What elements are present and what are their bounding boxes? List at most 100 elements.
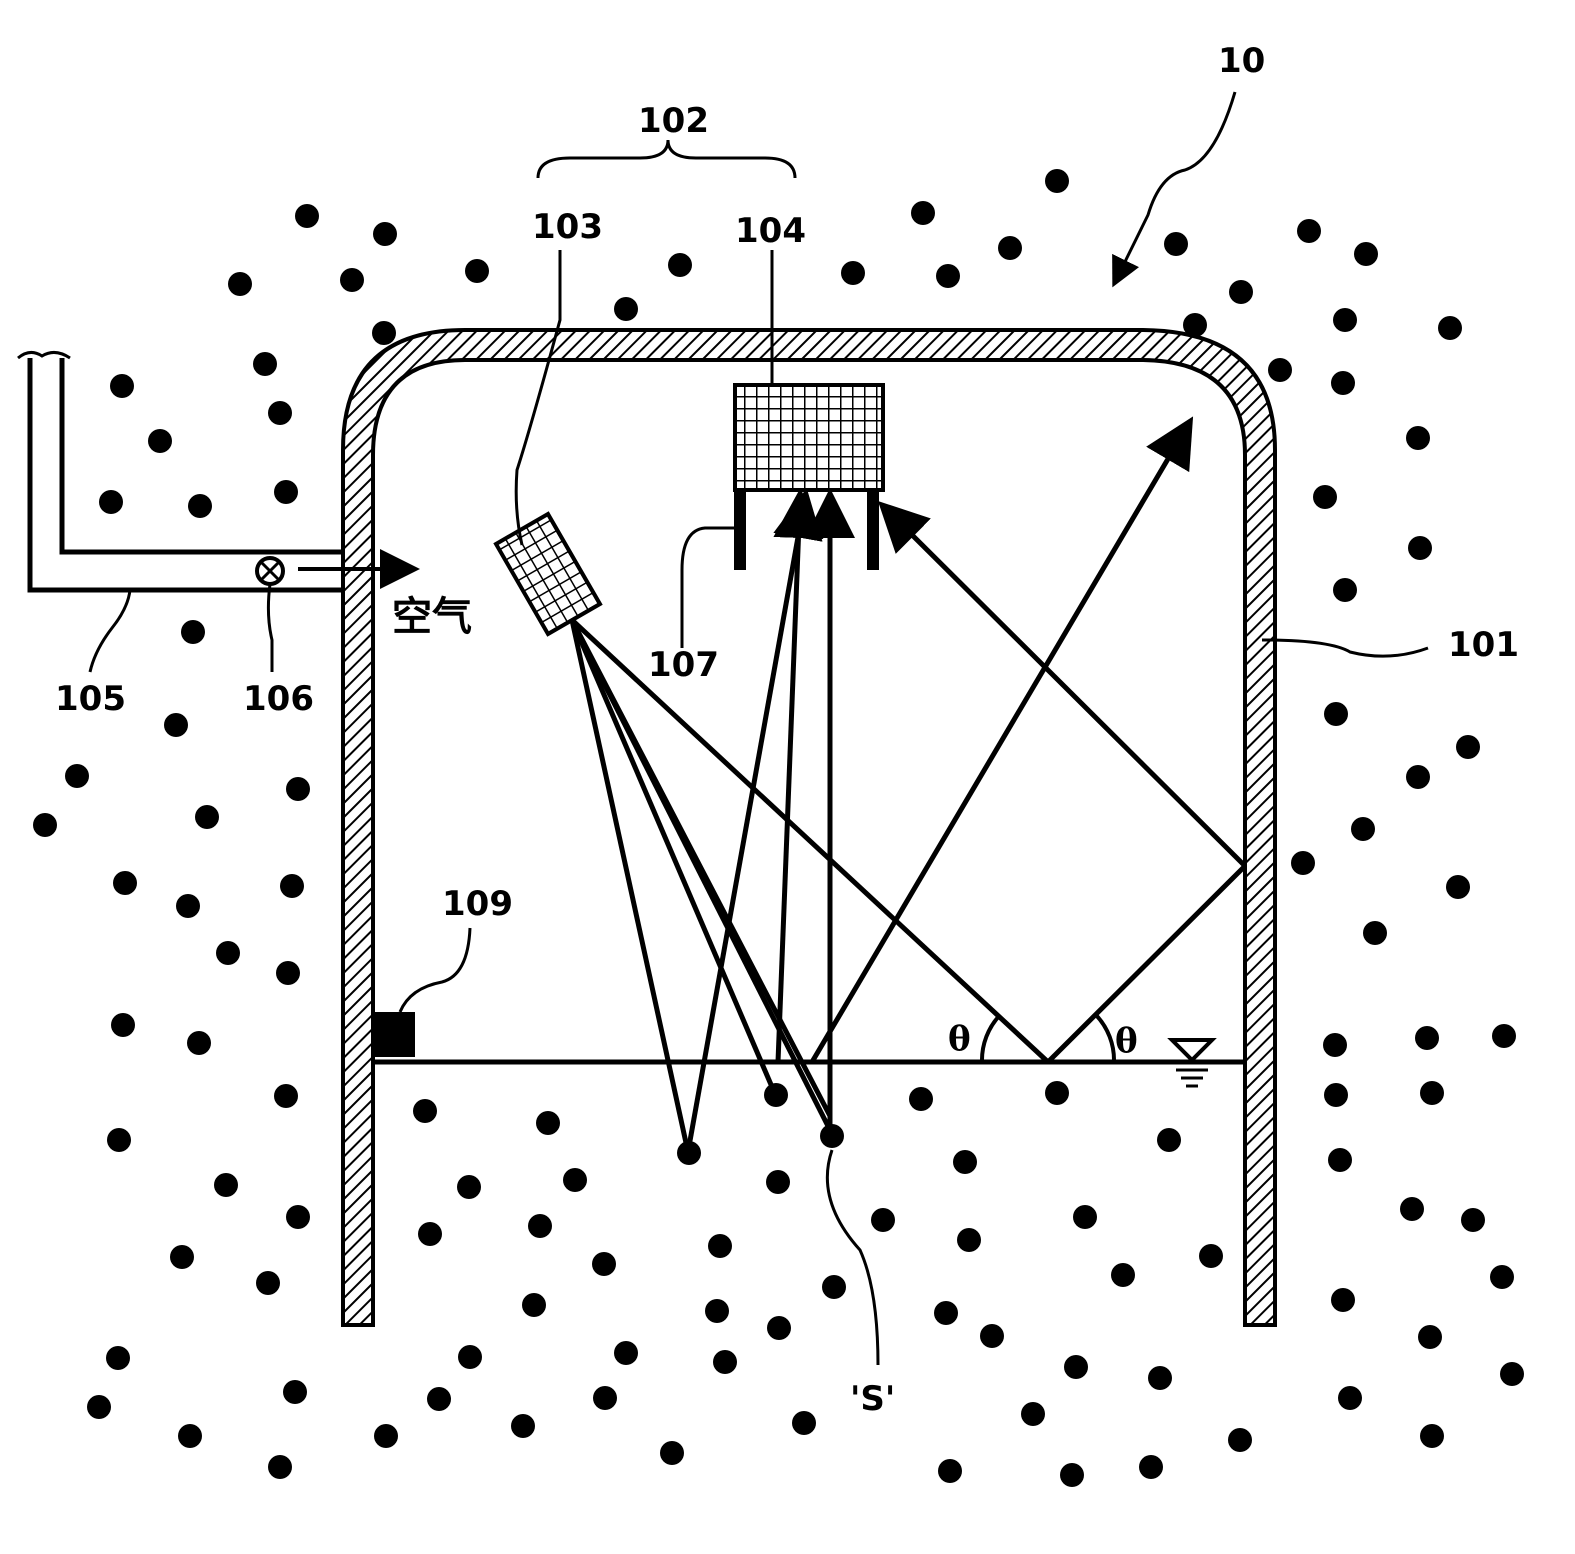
air-pipe xyxy=(17,351,343,593)
particle-dot xyxy=(953,1150,977,1174)
particle-dot xyxy=(1500,1362,1524,1386)
level-sensor xyxy=(373,1012,415,1057)
particle-dot xyxy=(107,1128,131,1152)
particle-dot xyxy=(1021,1402,1045,1426)
particle-dot xyxy=(1164,232,1188,256)
particle-dot xyxy=(1060,1463,1084,1487)
light-source xyxy=(493,511,603,637)
particle-dot xyxy=(1064,1355,1088,1379)
particle-dot xyxy=(1291,851,1315,875)
leader-101 xyxy=(1261,638,1429,658)
particle-dot xyxy=(614,1341,638,1365)
particle-dot xyxy=(195,805,219,829)
particle-dot xyxy=(1331,1288,1355,1312)
housing-wall xyxy=(341,328,1277,1327)
particle-dot xyxy=(164,713,188,737)
particle-dot xyxy=(1418,1325,1442,1349)
particle-dot xyxy=(1415,1026,1439,1050)
particle-dot xyxy=(980,1324,1004,1348)
particle-dot xyxy=(911,201,935,225)
leader-107 xyxy=(680,526,740,648)
particle-dot xyxy=(170,1245,194,1269)
particle-dot xyxy=(340,268,364,292)
particle-dot xyxy=(110,374,134,398)
particle-dot xyxy=(176,894,200,918)
particle-dot xyxy=(113,871,137,895)
label-angle-left: θ xyxy=(948,1019,971,1059)
particle-dot xyxy=(280,874,304,898)
particle-dot xyxy=(1456,735,1480,759)
particle-dot xyxy=(1297,219,1321,243)
particle-dot xyxy=(181,620,205,644)
particle-dot xyxy=(841,261,865,285)
particle-dot xyxy=(286,777,310,801)
particle-dot xyxy=(1351,817,1375,841)
particle-dot xyxy=(33,813,57,837)
particle-dot xyxy=(522,1293,546,1317)
label-housing-101: 101 xyxy=(1448,625,1519,665)
label-air: 空气 xyxy=(392,594,472,640)
particle-dot xyxy=(668,253,692,277)
particle-dot xyxy=(1199,1244,1223,1268)
particle-dot xyxy=(957,1228,981,1252)
particle-dot xyxy=(934,1301,958,1325)
particle-dot xyxy=(1354,242,1378,266)
particle-dot xyxy=(216,941,240,965)
particle-dot xyxy=(1408,536,1432,560)
particle-dot xyxy=(938,1459,962,1483)
label-optical-module-102: 102 xyxy=(638,101,709,141)
particle-dot xyxy=(187,1031,211,1055)
particle-dot xyxy=(708,1234,732,1258)
particle-dot xyxy=(1157,1128,1181,1152)
particle-dot xyxy=(413,1099,437,1123)
particle-dot xyxy=(256,1271,280,1295)
particle-dot xyxy=(1324,702,1348,726)
particle-dot xyxy=(1333,308,1357,332)
angle-arc-left xyxy=(979,1013,1002,1063)
light-rays xyxy=(569,416,1247,1153)
particle-dot xyxy=(1183,313,1207,337)
leader-109 xyxy=(398,927,472,1013)
particle-dot xyxy=(1268,358,1292,382)
particle-dot xyxy=(705,1299,729,1323)
particle-dot xyxy=(511,1414,535,1438)
particle-dot xyxy=(1111,1263,1135,1287)
leader-106 xyxy=(266,583,274,672)
particle-dot xyxy=(764,1083,788,1107)
particle-dot xyxy=(274,480,298,504)
particle-dot xyxy=(536,1111,560,1135)
label-shield-107: 107 xyxy=(648,645,719,685)
particle-dot xyxy=(214,1173,238,1197)
particle-dot xyxy=(820,1124,844,1148)
particle-dot xyxy=(1438,316,1462,340)
particle-dot xyxy=(1228,1428,1252,1452)
particle-dot xyxy=(373,222,397,246)
particle-dot xyxy=(1333,578,1357,602)
particle-dot xyxy=(106,1346,130,1370)
water-level-triangle-icon xyxy=(1167,1038,1217,1088)
particle-dot xyxy=(660,1441,684,1465)
particle-dot xyxy=(1323,1033,1347,1057)
particle-dot xyxy=(1406,765,1430,789)
particle-dot xyxy=(99,490,123,514)
particle-dot xyxy=(909,1087,933,1111)
particle-dot xyxy=(1331,371,1355,395)
particle-dot xyxy=(111,1013,135,1037)
particle-dot xyxy=(767,1316,791,1340)
pointer-10 xyxy=(1112,91,1237,288)
particle-dot xyxy=(372,321,396,345)
particle-dot xyxy=(1490,1265,1514,1289)
particle-dot xyxy=(766,1170,790,1194)
particle-dot xyxy=(276,961,300,985)
particle-dot xyxy=(1139,1455,1163,1479)
particle-dot xyxy=(1420,1424,1444,1448)
label-sensor-109: 109 xyxy=(442,884,513,924)
label-light-source-103: 103 xyxy=(532,207,603,247)
particle-dot xyxy=(1148,1366,1172,1390)
label-angle-right: θ xyxy=(1115,1021,1138,1061)
particle-field xyxy=(33,169,1524,1487)
particle-dot xyxy=(592,1252,616,1276)
particle-dot xyxy=(563,1168,587,1192)
particle-dot xyxy=(374,1424,398,1448)
